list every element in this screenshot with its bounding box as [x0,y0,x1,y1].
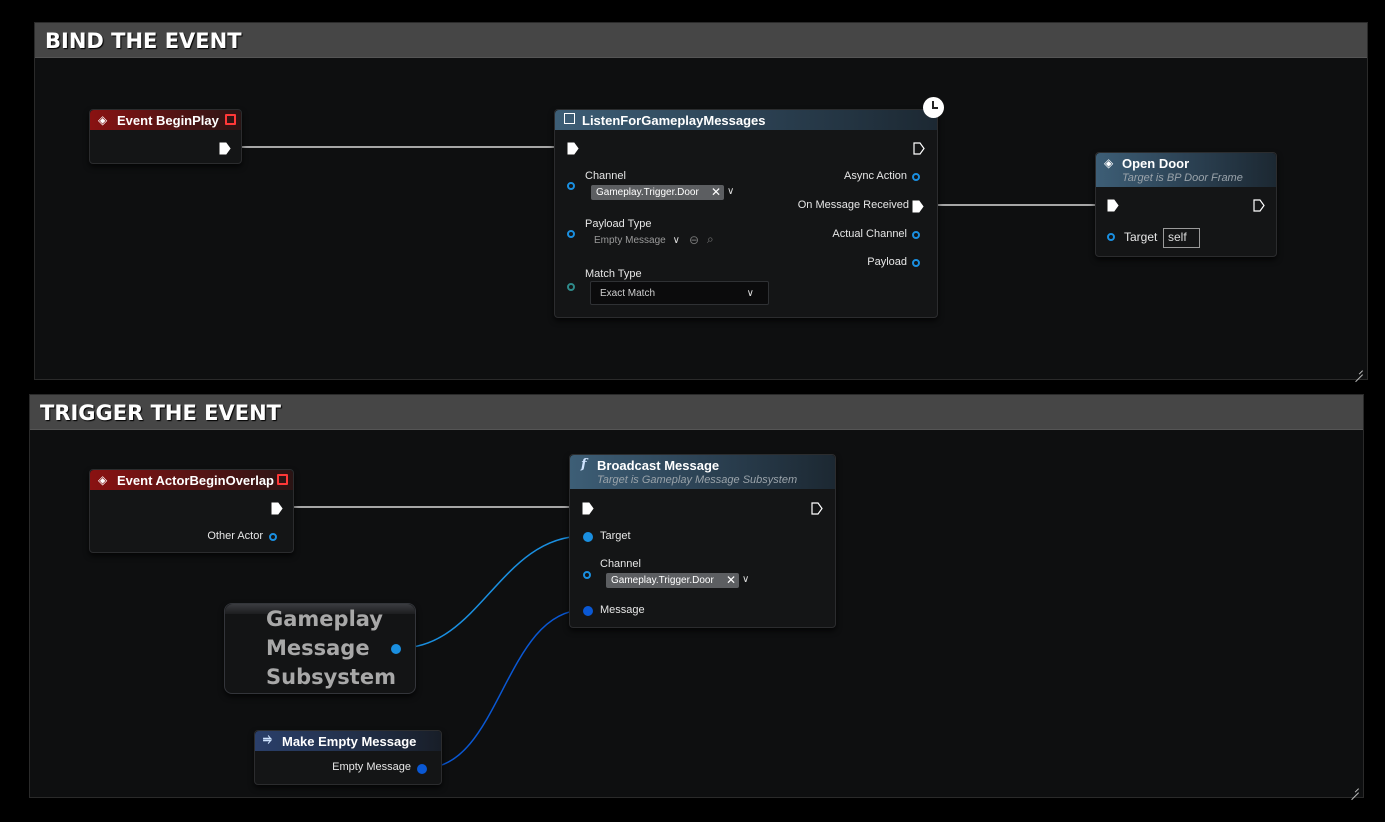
clock-icon [923,97,944,118]
node-subtitle: Target is Gameplay Message Subsystem [597,474,798,486]
node-title: Event BeginPlay [117,113,219,128]
payload-type-pin[interactable] [567,230,575,238]
node-header: ◈ Open Door Target is BP Door Frame [1096,153,1276,187]
match-type-value: Exact Match [600,288,656,299]
channel-pin[interactable] [583,571,591,579]
node-event-beginplay[interactable]: ◈ Event BeginPlay [89,109,242,164]
node-title: Gameplay Message Subsystem [266,605,396,692]
other-actor-pin[interactable] [269,533,277,541]
target-pin[interactable] [583,532,593,542]
out-on-message-received-label: On Message Received [797,199,909,211]
message-label: Message [600,604,645,616]
target-label: Target [600,530,631,542]
use-selected-icon[interactable]: ⊖ [689,233,700,247]
chevron-down-icon[interactable]: ∨ [727,186,735,197]
channel-label: Channel [600,558,641,570]
comment-title[interactable]: BIND THE EVENT [35,23,1367,58]
node-top-bar [225,604,415,614]
chevron-down-icon[interactable]: ∨ [742,574,750,585]
delegate-pin-icon[interactable] [277,474,288,485]
target-label: Target [1124,230,1158,244]
payload-type-dropdown[interactable]: Empty Message ∨ [591,233,686,249]
channel-tag[interactable]: Gameplay.Trigger.Door ✕ [606,573,739,588]
channel-tag[interactable]: Gameplay.Trigger.Door ✕ [591,185,724,200]
node-listen-for-gameplay-messages[interactable]: ListenForGameplayMessages Channel Gamepl… [554,109,938,318]
close-icon[interactable]: ✕ [725,573,736,587]
channel-tag-value: Gameplay.Trigger.Door [596,187,699,198]
event-diamond-icon: ◈ [98,113,108,127]
channel-tag-value: Gameplay.Trigger.Door [611,575,714,586]
chevron-down-icon: ∨ [746,288,754,299]
title-line-3: Subsystem [266,665,396,689]
target-self-field[interactable]: self [1163,228,1200,248]
node-header: ListenForGameplayMessages [555,110,937,130]
out-async-action-label: Async Action [844,170,907,182]
make-struct-icon: ⥤ [263,733,272,745]
target-pin[interactable] [1107,233,1115,241]
event-diamond-icon: ◈ [1104,156,1114,170]
title-line-2: Message [266,636,370,660]
node-title: Broadcast Message [597,458,720,473]
other-actor-label: Other Actor [207,530,263,542]
node-gameplay-message-subsystem[interactable]: Gameplay Message Subsystem [224,603,416,694]
payload-type-label: Payload Type [585,218,652,230]
search-icon[interactable]: ⌕ [707,232,714,246]
node-header: f Broadcast Message Target is Gameplay M… [570,455,835,489]
node-subtitle: Target is BP Door Frame [1122,172,1243,184]
node-header: ⥤ Make Empty Message [255,731,441,751]
node-broadcast-message[interactable]: f Broadcast Message Target is Gameplay M… [569,454,836,628]
empty-message-label: Empty Message [332,761,411,773]
empty-message-out-pin[interactable] [417,764,427,774]
channel-pin[interactable] [567,182,575,190]
actual-channel-pin[interactable] [912,231,920,239]
delegate-pin-icon[interactable] [225,114,236,125]
node-header: ◈ Event ActorBeginOverlap [90,470,293,490]
payload-type-value: Empty Message [594,235,666,246]
channel-label: Channel [585,170,626,182]
message-pin[interactable] [583,606,593,616]
node-header: ◈ Event BeginPlay [90,110,241,130]
match-type-pin[interactable] [567,283,575,291]
async-action-pin[interactable] [912,173,920,181]
node-title: ListenForGameplayMessages [582,113,766,128]
out-actual-channel-label: Actual Channel [832,228,907,240]
comment-title[interactable]: TRIGGER THE EVENT [30,395,1363,430]
match-type-label: Match Type [585,268,642,280]
subsystem-out-pin[interactable] [391,644,401,654]
node-make-empty-message[interactable]: ⥤ Make Empty Message Empty Message [254,730,442,785]
payload-pin[interactable] [912,259,920,267]
function-f-icon: f [581,457,587,472]
latent-node-icon [564,113,575,124]
match-type-dropdown[interactable]: Exact Match ∨ [590,281,769,305]
resize-handle[interactable] [1353,365,1365,377]
node-open-door[interactable]: ◈ Open Door Target is BP Door Frame Targ… [1095,152,1277,257]
chevron-down-icon: ∨ [672,235,680,246]
title-line-1: Gameplay [266,607,383,631]
node-title: Event ActorBeginOverlap [117,473,275,488]
resize-handle[interactable] [1349,783,1361,795]
node-event-actor-begin-overlap[interactable]: ◈ Event ActorBeginOverlap Other Actor [89,469,294,553]
node-title: Open Door [1122,156,1190,171]
close-icon[interactable]: ✕ [710,185,721,199]
node-title: Make Empty Message [282,734,417,749]
event-diamond-icon: ◈ [98,473,108,487]
out-payload-label: Payload [867,256,907,268]
